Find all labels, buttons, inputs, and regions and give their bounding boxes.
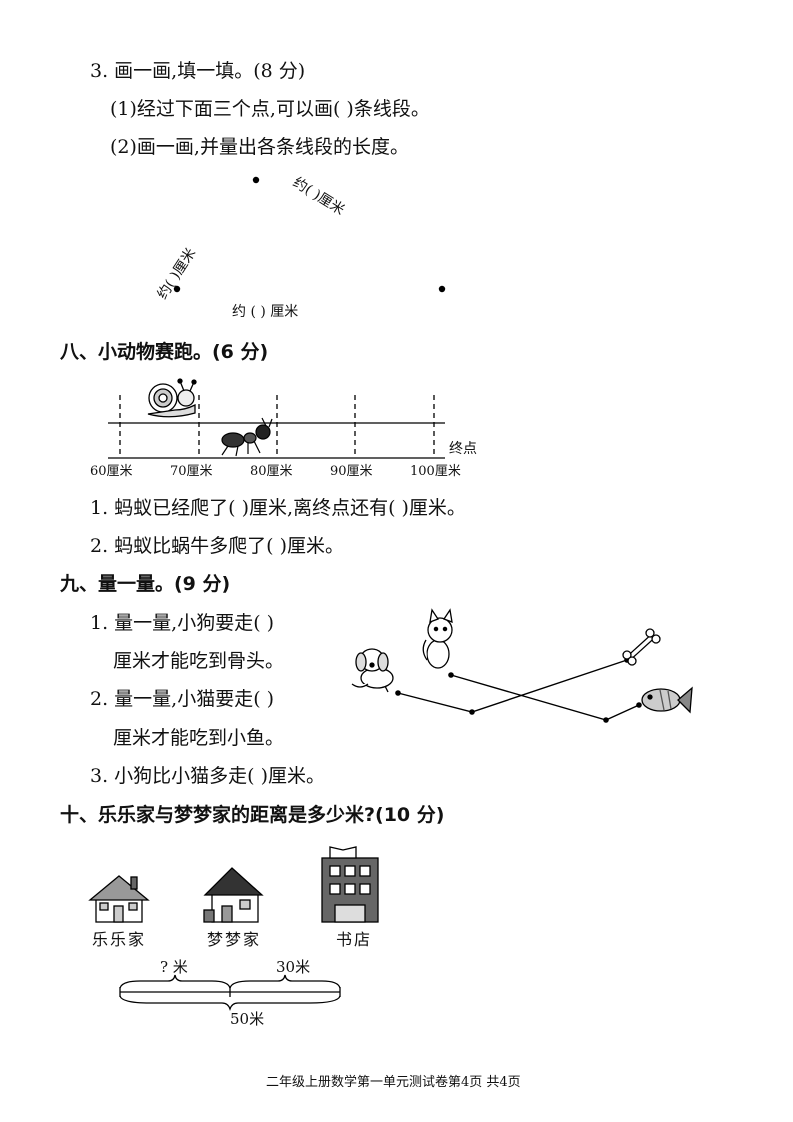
q3-sub1: (1)经过下面三个点,可以画( )条线段。	[110, 98, 430, 120]
house-icon-lele	[88, 875, 150, 923]
known-distance-label: 30米	[276, 958, 311, 976]
ant-icon	[221, 417, 273, 457]
s9-question-2a: 2. 量一量,小猫要走( )	[90, 688, 275, 710]
point-right	[438, 285, 446, 293]
tick-label-60: 60厘米	[90, 464, 133, 479]
tick-label-90: 90厘米	[330, 464, 373, 479]
total-distance-label: 50米	[230, 1010, 265, 1028]
dog-icon	[351, 648, 394, 693]
place-label-mengmeng: 梦梦家	[207, 930, 262, 949]
house-icon-mengmeng	[203, 867, 264, 923]
section-9-title: 九、量一量。(9 分)	[60, 573, 231, 595]
place-label-bookstore: 书店	[336, 930, 373, 949]
s9-question-3: 3. 小狗比小猫多走( )厘米。	[90, 765, 326, 787]
s8-question-1: 1. 蚂蚁已经爬了( )厘米,离终点还有( )厘米。	[90, 497, 466, 519]
section-8-title: 八、小动物赛跑。(6 分)	[60, 341, 269, 363]
s9-question-1a: 1. 量一量,小狗要走( )	[90, 612, 275, 634]
cat-icon	[422, 608, 453, 669]
place-label-lele: 乐乐家	[92, 930, 147, 949]
s9-question-1b: 厘米才能吃到骨头。	[113, 650, 285, 672]
s8-question-2: 2. 蚂蚁比蜗牛多爬了( )厘米。	[90, 535, 345, 557]
brace-known	[229, 974, 341, 989]
q3-title: 3. 画一画,填一填。(8 分)	[90, 60, 306, 82]
section-10-title: 十、乐乐家与梦梦家的距离是多少米?(10 分)	[60, 804, 445, 826]
snail-icon	[147, 378, 197, 418]
brace-unknown	[119, 974, 231, 989]
page-footer: 二年级上册数学第一单元测试卷第4页 共4页	[266, 1075, 521, 1090]
label-bottom-segment: 约 ( ) 厘米	[232, 304, 299, 320]
s9-question-2b: 厘米才能吃到小鱼。	[113, 727, 285, 749]
q3-sub2: (2)画一画,并量出各条线段的长度。	[110, 136, 409, 158]
unknown-distance-label: ? 米	[160, 958, 188, 976]
tick-label-100: 100厘米	[410, 464, 461, 479]
tick-label-80: 80厘米	[250, 464, 293, 479]
tick-label-70: 70厘米	[170, 464, 213, 479]
point-left	[173, 285, 181, 293]
point-top	[252, 176, 260, 184]
brace-total	[119, 995, 341, 1012]
finish-label: 终点	[449, 441, 477, 457]
fish-icon	[641, 686, 693, 714]
bookstore-icon	[321, 846, 379, 923]
bone-icon	[622, 628, 661, 666]
